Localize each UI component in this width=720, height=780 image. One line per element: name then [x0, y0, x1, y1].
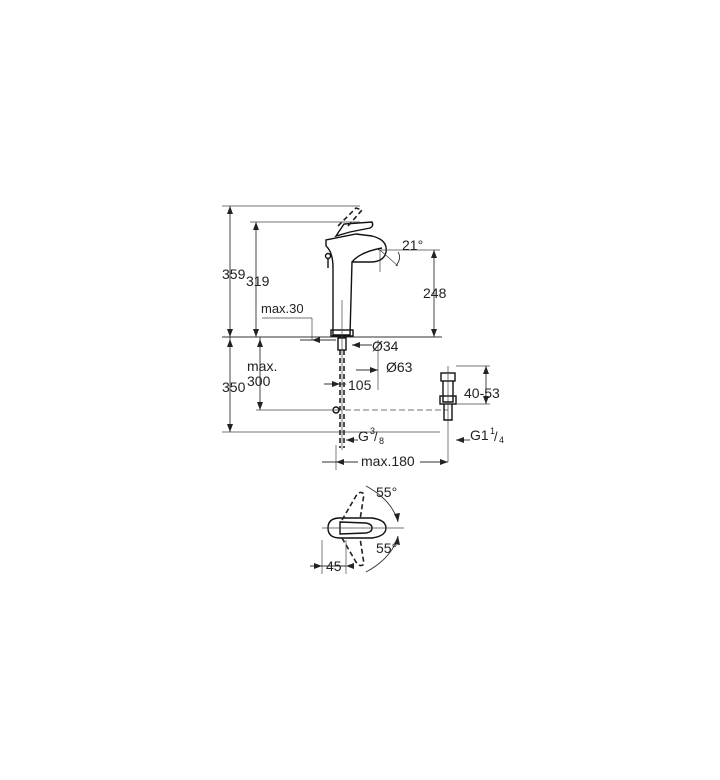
fraction-slash-right: / [494, 429, 498, 444]
waste-assembly [439, 366, 457, 462]
label-below-deck: 350 [222, 379, 246, 395]
lever-alt-position [337, 207, 364, 227]
label-spout-angle: 21° [402, 237, 423, 253]
label-height-spout: 319 [246, 273, 270, 289]
lever-rotated-up [341, 491, 365, 521]
label-lever-angle-top: 55° [376, 484, 397, 500]
label-max-300-a: max. [247, 358, 277, 374]
label-waste-adjust: 40-53 [464, 385, 500, 401]
label-max-deck: max.30 [261, 301, 304, 316]
label-connection-g: G [358, 428, 369, 444]
label-rosette-diameter: Ø63 [386, 359, 413, 375]
label-max-180: max.180 [361, 453, 415, 469]
faucet-body [325, 233, 387, 336]
spout-underside [351, 247, 383, 263]
label-lever-width: 45 [326, 558, 342, 574]
label-max-300-b: 300 [247, 373, 271, 389]
lever [334, 221, 374, 238]
label-waste-thread: G1 [470, 427, 489, 443]
fraction-slash-left: / [374, 429, 378, 444]
label-waste-thread-den: 4 [499, 435, 504, 445]
lever-rotated-down [341, 537, 365, 567]
dimensions-left: 359 319 350 max. 300 max.30 [222, 205, 440, 433]
faucet-top-view: 45 55° 55° [310, 484, 404, 574]
label-hole-diameter: Ø34 [372, 338, 399, 354]
label-connection-g-den: 8 [379, 436, 384, 446]
label-waste-thread-num: 1 [490, 426, 495, 436]
popup-knob [324, 252, 332, 260]
supply-hoses-upper [339, 350, 345, 410]
label-projection: 105 [348, 377, 372, 393]
label-lever-angle-bottom: 55° [376, 540, 397, 556]
dimensions-right: 248 21° Ø34 Ø63 105 40-53 G1 1 / 4 [322, 237, 504, 470]
label-spout-height: 248 [423, 285, 447, 301]
label-connection-g-num: 3 [370, 426, 375, 436]
supply-hoses-lower [339, 414, 345, 448]
label-height-total: 359 [222, 266, 246, 282]
